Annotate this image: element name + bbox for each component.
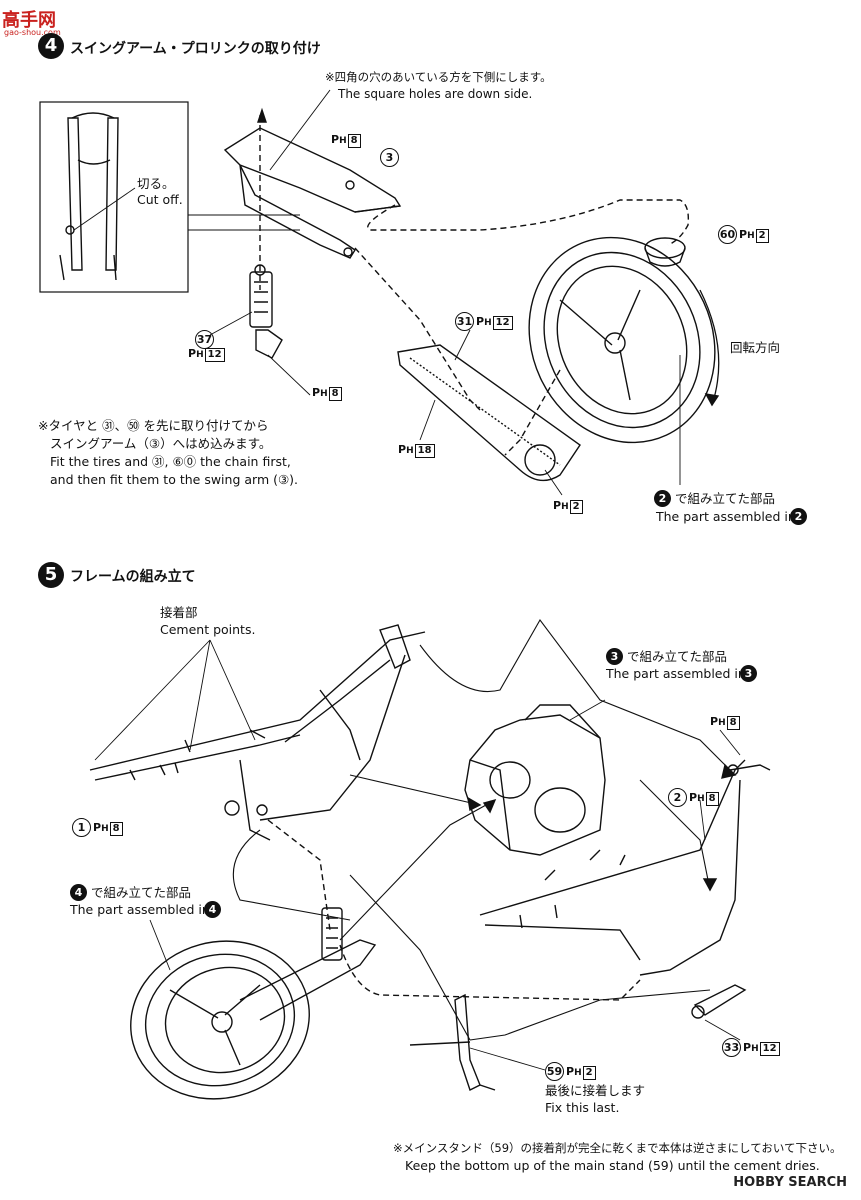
bottom-note-jp: ※メインスタンド（59）の接着剤が完全に乾くまで本体は逆さまにしておいて下さい。 — [393, 1141, 842, 1155]
cutoff-label-jp: 切る。 — [137, 176, 175, 191]
step4-instr-jp-1: ※タイヤと ㉛、㊿ を先に取り付けてから — [38, 418, 269, 433]
step5-asm4-badge: 4 — [70, 884, 87, 901]
step4-instr-jp-2: スイングアーム（③）へはめ込みます。 — [50, 436, 272, 451]
part-33 — [691, 984, 747, 1019]
step4-asm-ref-badge-en: 2 — [790, 508, 807, 525]
step4-assembled-en: The part assembled in — [656, 509, 796, 524]
chain — [397, 344, 581, 482]
step4-asm-ref-badge: 2 — [654, 490, 671, 507]
step5-asm4-jp: で組み立てた部品 — [91, 885, 192, 900]
step4-note-jp: ※四角の穴のあいている方を下側にします。 — [325, 70, 552, 84]
collar-60 — [644, 237, 686, 267]
cutoff-label-en: Cut off. — [137, 192, 183, 207]
step5-number-badge: 5 — [38, 562, 64, 588]
step4-title: スイングアーム・プロリンクの取り付け — [70, 41, 321, 57]
inset-swingarm — [59, 112, 119, 281]
rotation-direction-label: 回転方向 — [730, 340, 781, 355]
step5-title: フレームの組み立て — [70, 569, 196, 585]
site-logo: 高手网 — [2, 10, 56, 31]
bottom-note-en: Keep the bottom up of the main stand (59… — [405, 1158, 820, 1173]
step4-number-badge: 4 — [38, 33, 64, 59]
step4-assembled-jp: で組み立てた部品 — [675, 491, 776, 506]
frame-right — [479, 759, 771, 976]
step4-instr-en-1: Fit the tires and ㉛, ⑥⓪ the chain first, — [50, 454, 291, 469]
shock-absorber — [249, 264, 283, 359]
fix-last-jp: 最後に接着します — [545, 1083, 646, 1098]
hobby-search-watermark: HOBBY SEARCH — [733, 1175, 847, 1190]
cement-points-en: Cement points. — [160, 622, 256, 637]
step5-asm3-en: The part assembled in — [606, 666, 746, 681]
rear-wheel-assembly — [130, 939, 377, 1100]
site-logo-sub: gao-shou.com — [4, 28, 61, 37]
fix-last-en: Fix this last. — [545, 1100, 620, 1115]
step4-instr-en-2: and then fit them to the swing arm (③). — [50, 472, 299, 487]
step5-asm4-badge-en: 4 — [204, 901, 221, 918]
part-3-label: 3 — [380, 148, 401, 167]
step5-asm3-jp: で組み立てた部品 — [627, 649, 728, 664]
cement-points-jp: 接着部 — [160, 605, 198, 620]
part-37-label: 37 — [195, 330, 216, 349]
rear-wheel — [528, 236, 716, 444]
step5-asm3-badge: 3 — [606, 648, 623, 665]
step5-asm3-badge-en: 3 — [740, 665, 757, 682]
step5-asm4-en: The part assembled in — [70, 902, 210, 917]
cutoff-inset-box — [39, 101, 189, 293]
step4-note-en: The square holes are down side. — [338, 87, 533, 101]
main-stand-59 — [409, 993, 496, 1091]
engine — [464, 704, 606, 856]
swingarm — [223, 127, 402, 259]
frame-left — [89, 624, 426, 841]
shock-absorber-mounted — [321, 907, 343, 961]
